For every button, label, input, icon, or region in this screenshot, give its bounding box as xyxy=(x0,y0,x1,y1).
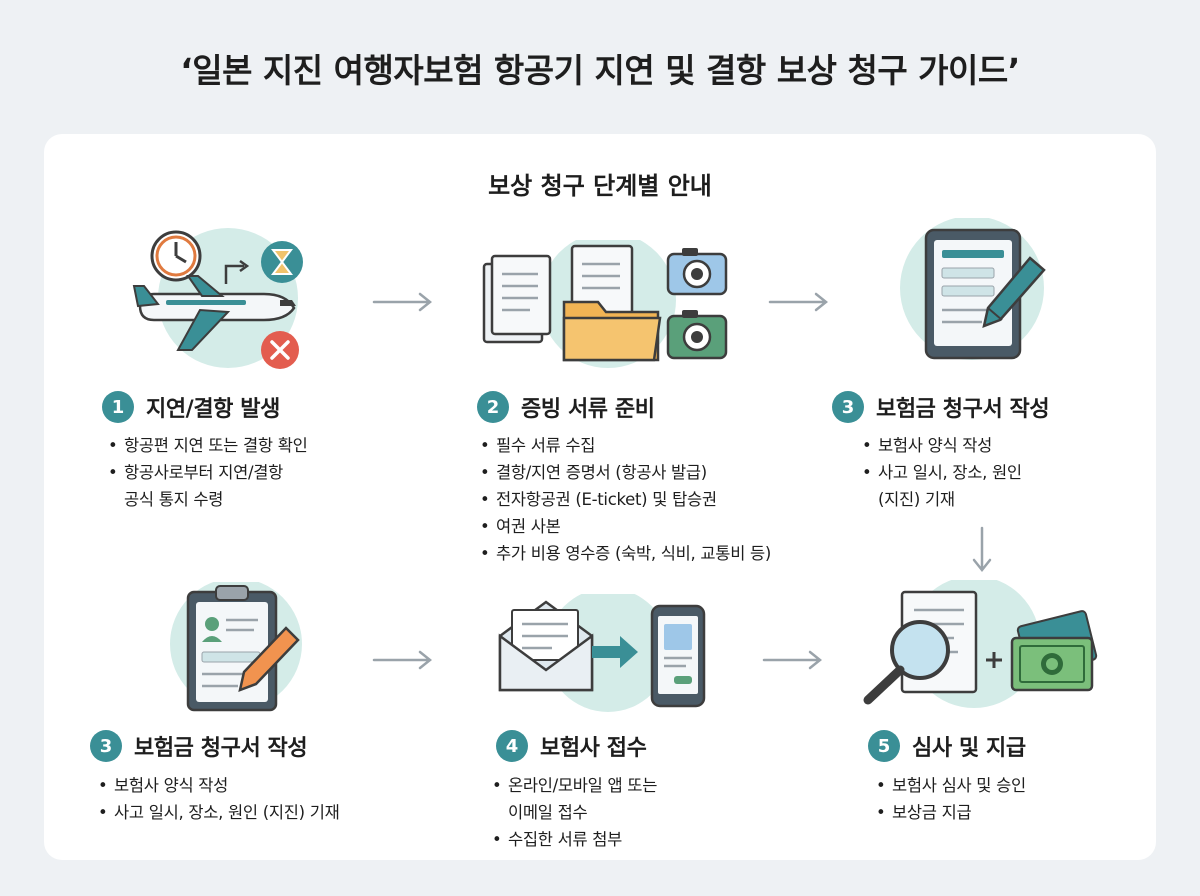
list-item: 필수 서류 수집 xyxy=(478,432,771,459)
step-number-badge: 3 xyxy=(90,730,122,762)
step-3-repeat-bullet-list: 보험사 양식 작성 사고 일시, 장소, 원인 (지진) 기재 xyxy=(96,772,340,826)
list-item: 전자항공권 (E-ticket) 및 탑승권 xyxy=(478,486,771,513)
step-2-heading: 2 증빙 서류 준비 xyxy=(477,391,655,423)
step-3-heading: 3 보험금 청구서 작성 xyxy=(832,391,1050,423)
flow-arrow-4-5 xyxy=(762,650,823,670)
airplane-clock-cancel-icon xyxy=(132,228,303,369)
step-title: 지연/결항 발생 xyxy=(146,397,280,422)
step-5-heading: 5 심사 및 지급 xyxy=(868,730,1026,762)
step-1-heading: 1 지연/결항 발생 xyxy=(102,391,280,423)
tablet-pen-icon xyxy=(900,218,1046,360)
step-3-repeat-heading: 3 보험금 청구서 작성 xyxy=(90,730,308,762)
step-number-badge: 3 xyxy=(832,391,864,423)
list-item: 여권 사본 xyxy=(478,513,771,540)
step-1-bullet-list: 항공편 지연 또는 결항 확인 항공사로부터 지연/결항 공식 통지 수령 xyxy=(106,432,308,513)
flow-arrow-3-4 xyxy=(372,650,433,670)
step-title: 보험사 접수 xyxy=(540,736,647,761)
list-item: 보험사 양식 작성 xyxy=(860,432,1022,459)
step-number-badge: 4 xyxy=(496,730,528,762)
step-number-badge: 2 xyxy=(477,391,509,423)
step-3-bullet-list: 보험사 양식 작성 사고 일시, 장소, 원인 (지진) 기재 xyxy=(860,432,1022,513)
list-item: 항공편 지연 또는 결항 확인 xyxy=(106,432,308,459)
list-item: 결항/지연 증명서 (항공사 발급) xyxy=(478,459,771,486)
list-item: 보험사 심사 및 승인 xyxy=(874,772,1026,799)
step-title: 심사 및 지급 xyxy=(912,736,1026,761)
list-item: 보험사 양식 작성 xyxy=(96,772,339,799)
step-5-bullet-list: 보험사 심사 및 승인 보상금 지급 xyxy=(874,772,1026,826)
list-item: 사고 일시, 장소, 원인 (지진) 기재 xyxy=(96,799,340,826)
step-2-bullet-list: 필수 서류 수집 결항/지연 증명서 (항공사 발급) 전자항공권 (E-tic… xyxy=(478,432,771,567)
step-4-heading: 4 보험사 접수 xyxy=(496,730,647,762)
flow-arrow-1-2 xyxy=(372,292,433,312)
page-title: ‘일본 지진 여행자보험 항공기 지연 및 결항 보상 청구 가이드’ xyxy=(180,51,1020,90)
list-item: 보상금 지급 xyxy=(874,799,1026,826)
step-title: 증빙 서류 준비 xyxy=(521,397,655,422)
documents-folder-camera-icon xyxy=(482,240,728,368)
list-item: 항공사로부터 지연/결항 공식 통지 수령 xyxy=(106,459,307,513)
step-4-bullet-list: 온라인/모바일 앱 또는 이메일 접수 수집한 서류 첨부 xyxy=(490,772,657,853)
list-item: 추가 비용 영수증 (숙박, 식비, 교통비 등) xyxy=(478,540,771,567)
step-title: 보험금 청구서 작성 xyxy=(876,397,1050,422)
step-title: 보험금 청구서 작성 xyxy=(134,736,308,761)
guide-subtitle: 보상 청구 단계별 안내 xyxy=(488,172,712,200)
list-item: 온라인/모바일 앱 또는 이메일 접수 xyxy=(490,772,657,826)
envelope-phone-icon xyxy=(498,594,706,712)
clipboard-pen-icon xyxy=(170,582,302,712)
step-number-badge: 1 xyxy=(102,391,134,423)
flow-arrow-3-down xyxy=(972,526,992,573)
flow-arrow-2-3 xyxy=(768,292,829,312)
step-number-badge: 5 xyxy=(868,730,900,762)
list-item: 수집한 서류 첨부 xyxy=(490,826,657,853)
magnifier-money-icon xyxy=(863,580,1098,708)
list-item: 사고 일시, 장소, 원인 (지진) 기재 xyxy=(860,459,1022,513)
